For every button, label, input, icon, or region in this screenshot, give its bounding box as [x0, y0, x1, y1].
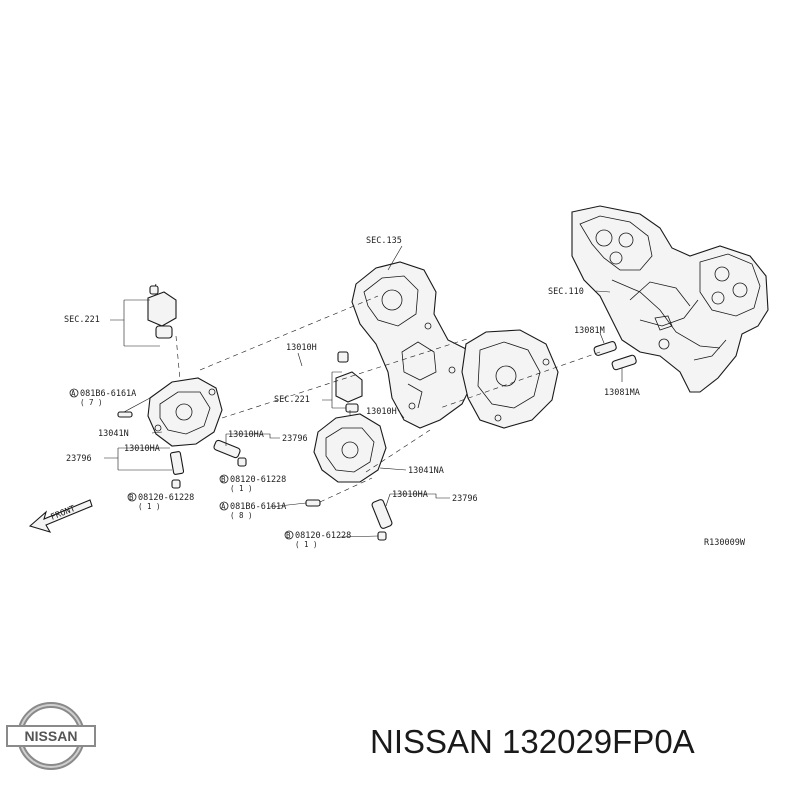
- assembly-lines: [175, 295, 601, 503]
- bolt-08120-left: [171, 479, 181, 489]
- leader-lines: [104, 245, 611, 538]
- engine-block: [571, 205, 769, 393]
- cover-13041na: [313, 413, 387, 483]
- label-bolt-a-left-qty: ( 7 ): [80, 398, 103, 407]
- logo-text: NISSAN: [25, 728, 78, 744]
- label-bolt-b-right: 08120-61228: [295, 531, 351, 541]
- timing-cover-right: [461, 329, 559, 429]
- label-bolt-a-left: 081B6-6161A: [80, 389, 136, 399]
- label-13010h-mid: 13010H: [366, 407, 397, 417]
- callout-letter-a-mid: A: [221, 502, 226, 511]
- label-bolt-a-mid-qty: ( 8 ): [230, 511, 253, 520]
- callout-a-mid: [219, 501, 229, 511]
- part-13081m: [593, 332, 617, 356]
- cover-13041n: [147, 377, 223, 447]
- label-13010ha-right: 13010HA: [392, 490, 428, 500]
- callout-b-mid: [219, 474, 229, 484]
- label-23796-left: 23796: [66, 454, 92, 464]
- label-13041na: 13041NA: [408, 466, 444, 476]
- label-sec221-left: SEC.221: [64, 315, 100, 325]
- label-sec110: SEC.110: [548, 287, 584, 297]
- part-sec221-left: [147, 283, 177, 339]
- label-13081m: 13081M: [574, 326, 605, 336]
- label-23796-mid: 23796: [282, 434, 308, 444]
- label-13010ha-left: 13010HA: [124, 444, 160, 454]
- sensor-23796-left: [169, 451, 185, 475]
- part-sec221-mid: [335, 351, 363, 413]
- bolt-08120-mid: [237, 457, 247, 467]
- part-number-caption: NISSAN 132029FP0A: [370, 723, 695, 760]
- bolt-081b6-left: [117, 411, 133, 418]
- label-bolt-b-right-qty: ( 1 ): [295, 540, 318, 549]
- label-13010ha-mid: 13010HA: [228, 430, 264, 440]
- label-13041n: 13041N: [98, 429, 129, 439]
- label-bolt-b-left-qty: ( 1 ): [138, 502, 161, 511]
- label-13010h-top: 13010H: [286, 343, 317, 353]
- label-sec135: SEC.135: [366, 236, 402, 246]
- label-bolt-b-mid: 08120-61228: [230, 475, 286, 485]
- bolt-08120-right: [377, 531, 387, 541]
- label-bolt-b-left: 08120-61228: [138, 493, 194, 503]
- part-13081ma: [611, 354, 637, 382]
- callout-letter-b-left: B: [129, 493, 134, 502]
- label-sec221-mid: SEC.221: [274, 395, 310, 405]
- callout-a-left: [69, 388, 79, 398]
- label-bolt-b-mid-qty: ( 1 ): [230, 484, 253, 493]
- bolt-081b6-mid: [305, 499, 321, 507]
- label-front: FRONT: [49, 504, 76, 523]
- sensor-23796-mid: [213, 439, 241, 459]
- callout-letter-a-left: A: [71, 389, 76, 398]
- label-bolt-a-mid: 081B6-6161A: [230, 502, 286, 512]
- timing-cover-upper: [351, 261, 475, 429]
- callout-letter-b-mid: B: [221, 475, 226, 484]
- label-13081ma: 13081MA: [604, 388, 640, 398]
- nissan-logo-icon: NISSAN: [6, 702, 96, 770]
- callout-b-left: [127, 492, 137, 502]
- diagram-reference: R130009W: [704, 538, 746, 548]
- callout-letter-b-right: B: [286, 531, 291, 540]
- callout-b-right: [284, 530, 294, 540]
- front-arrow: [28, 499, 93, 533]
- label-23796-right: 23796: [452, 494, 478, 504]
- sensor-23796-right: [371, 499, 393, 529]
